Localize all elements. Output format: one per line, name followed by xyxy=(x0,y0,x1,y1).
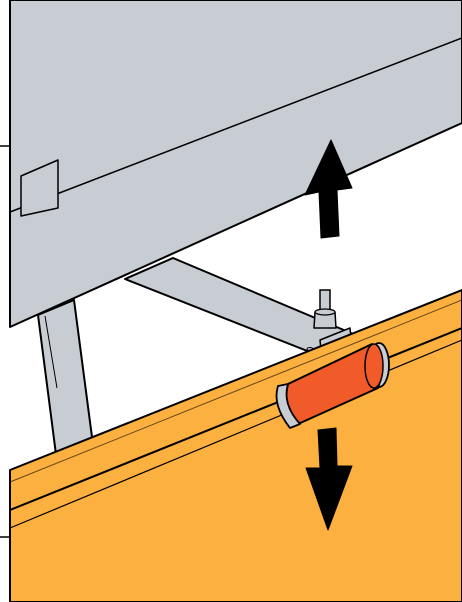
upper-panel xyxy=(9,0,462,328)
clamp-ring-left xyxy=(275,383,301,429)
tube xyxy=(9,289,462,511)
arrow-down-icon xyxy=(305,427,353,531)
arrow-up-icon xyxy=(304,139,353,239)
leader-lines xyxy=(0,145,10,538)
